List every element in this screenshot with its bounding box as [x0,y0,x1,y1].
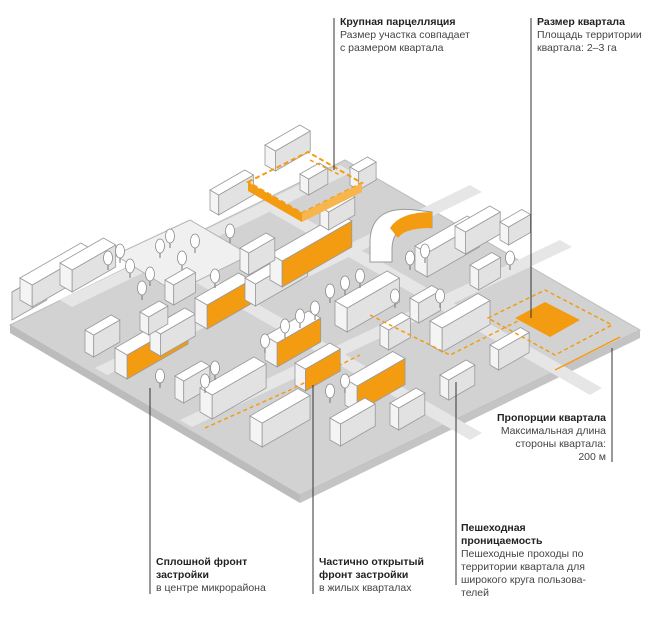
tree-icon [280,318,290,334]
building-roof [489,327,530,351]
label-pedestrian-desc2: территории квартала для [461,561,585,573]
label-pedestrian: Пешеходная проницаемость Пешеходные прох… [461,522,586,600]
label-pedestrian-title2: проницаемость [461,535,543,547]
tree-icon [210,268,220,284]
label-solid-front: Сплошной фронт застройки в центре микрор… [156,556,266,595]
building-roof [439,359,476,381]
label-pedestrian-title1: Пешеходная [461,522,526,534]
tree-icon [390,288,400,304]
label-large-parcel-title: Крупная парцелляция [340,16,456,28]
label-partial-front-desc1: в жилых кварталах [319,582,412,594]
arc-building-accent [390,212,432,238]
tree-icon [505,250,515,266]
building-roof [389,387,426,409]
tree-icon [225,223,235,239]
building-roof [139,300,169,318]
tree-icon [155,238,165,254]
building-roof [264,310,322,344]
trees-group [103,223,515,403]
tree-icon [325,383,335,399]
proportion-dimension-line [554,336,621,371]
building-roof [174,360,211,382]
building-roof [454,205,502,233]
building-roof [164,267,197,286]
label-partial-front: Частично открытый фронт застройки в жилы… [319,556,424,595]
building-roof [209,169,255,196]
label-large-parcel: Крупная парцелляция Размер участка совпа… [340,16,470,55]
building-roof [334,270,401,309]
building-roof [299,162,329,180]
label-partial-front-title1: Частично открытый [319,556,424,568]
tree-icon [310,300,320,316]
building-roof [344,351,406,387]
tree-icon [210,360,220,376]
building-roof [429,293,491,329]
tree-icon [405,250,415,266]
label-block-size-desc2: квартала: 2–3 га [537,42,617,54]
tree-icon [355,268,365,284]
tree-icon [420,243,430,259]
tree-icon [145,266,155,282]
pedestrian-path [309,159,341,176]
label-proportions-desc3: 200 м [578,451,606,463]
building-roof [294,342,342,370]
tree-icon [125,258,135,274]
building-roof [469,252,502,271]
building-roof [499,209,532,228]
label-proportions-desc2: стороны квартала: [515,438,606,450]
label-large-parcel-desc1: Размер участка совпадает [340,29,470,41]
label-proportions: Пропорции квартала Максимальная длина ст… [490,412,606,464]
tree-icon [200,373,210,389]
label-proportions-desc1: Максимальная длина [500,425,606,437]
label-pedestrian-desc1: Пешеходные проходы по [461,548,584,560]
building-roof [329,397,377,425]
tree-icon [295,308,305,324]
building-roof [84,314,121,336]
tree-icon [115,243,125,259]
label-partial-front-title2: фронт застройки [319,569,409,581]
ground-edge [10,325,300,503]
tree-icon [165,228,175,244]
label-solid-front-title2: застройки [156,569,209,581]
tree-icon [177,250,187,266]
tree-icon [103,250,113,266]
label-solid-front-desc1: в центре микрорайона [156,582,266,594]
label-large-parcel-desc2: с размером квартала [340,42,444,54]
tree-icon [137,280,147,296]
buildings-group [11,124,532,448]
tree-icon [435,288,445,304]
label-block-size-desc1: Площадь территории [537,29,642,41]
building-roof [239,232,276,254]
building-roof [249,388,311,424]
label-proportions-title: Пропорции квартала [496,412,606,424]
pedestrian-path [204,354,361,429]
tree-icon [340,275,350,291]
tree-icon [155,368,165,384]
label-block-size-title: Размер квартала [537,16,625,28]
building-roof [199,356,267,396]
tree-icon [260,333,270,349]
label-pedestrian-desc4: телей [461,587,490,599]
building-roof [264,124,312,152]
label-solid-front-title1: Сплошной фронт [156,556,248,568]
label-block-size: Размер квартала Площадь территории кварт… [537,16,642,55]
pedestrian-path [369,314,521,356]
tree-icon [190,233,200,249]
large-parcel-front [248,182,302,222]
tree-icon [340,373,350,389]
label-pedestrian-desc3: широкого круга пользова- [461,574,587,586]
building-roof [349,156,377,173]
tree-icon [325,283,335,299]
large-parcel-front-right [302,183,362,222]
building-roof [59,237,117,271]
block-size-outline [486,289,614,356]
